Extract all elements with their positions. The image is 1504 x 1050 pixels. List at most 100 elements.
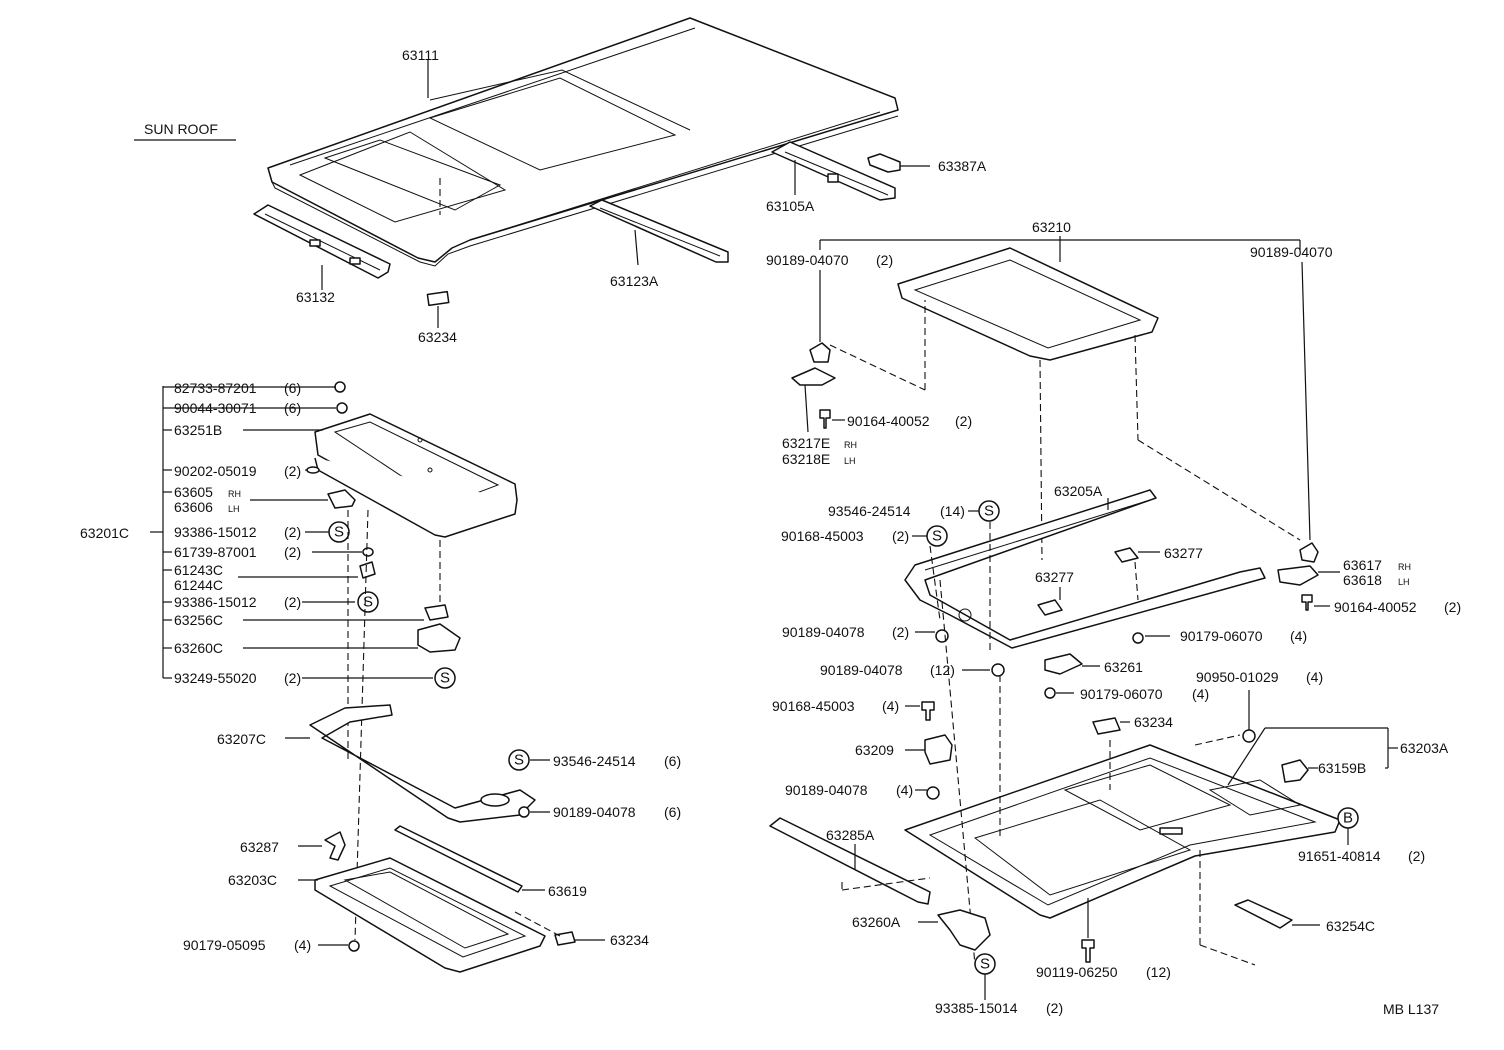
part-qty: (2) bbox=[1444, 599, 1461, 615]
part-label: 63159B bbox=[1318, 760, 1366, 776]
bolt-90119-icon bbox=[1081, 939, 1095, 963]
part-qty: (4) bbox=[1306, 669, 1323, 685]
part-labels: 63111 63132 63234 63123A 63105A 63387A 6… bbox=[80, 47, 1461, 1017]
clip-90189-icon bbox=[991, 663, 1005, 677]
part-label: 63287 bbox=[240, 839, 279, 855]
part-label: 90202-05019 bbox=[174, 463, 257, 479]
part-label: 93546-24514 bbox=[553, 753, 636, 769]
pad-63234-top bbox=[426, 290, 450, 307]
part-qty: (4) bbox=[882, 698, 899, 714]
bracket-63287 bbox=[324, 831, 346, 861]
part-label: 63277 bbox=[1035, 569, 1074, 585]
pad-63234-icon bbox=[1092, 717, 1121, 735]
nut-90179-icon bbox=[348, 940, 360, 952]
pad-63254C-icon bbox=[1234, 899, 1293, 929]
part-label: 63261 bbox=[1104, 659, 1143, 675]
bracket-63159B-icon bbox=[1281, 759, 1309, 783]
svg-text:S: S bbox=[980, 956, 990, 973]
part-qty: (12) bbox=[930, 662, 955, 678]
part-label: 63617 bbox=[1343, 557, 1382, 573]
part-label: 90189-04078 bbox=[782, 624, 865, 640]
svg-text:S: S bbox=[984, 503, 994, 520]
part-label: 63218E bbox=[782, 451, 830, 467]
part-label: 90179-06070 bbox=[1080, 686, 1163, 702]
part-label: 63260A bbox=[852, 914, 901, 930]
svg-text:S: S bbox=[514, 752, 524, 769]
part-qty: (14) bbox=[940, 503, 965, 519]
glass-panel-63251B bbox=[314, 413, 518, 538]
washer-90202-icon bbox=[306, 466, 320, 474]
part-label: 90044-30071 bbox=[174, 400, 257, 416]
part-label: 63619 bbox=[548, 883, 587, 899]
part-label: 93249-55020 bbox=[174, 670, 257, 686]
part-qty: (6) bbox=[664, 753, 681, 769]
part-label: 63605 bbox=[174, 484, 213, 500]
s-symbol-icon: S bbox=[978, 500, 1000, 522]
s-symbol-icon: S bbox=[974, 953, 996, 975]
part-label: 90164-40052 bbox=[847, 413, 930, 429]
part-side: LH bbox=[1398, 577, 1410, 587]
s-symbol-icon: S bbox=[328, 521, 350, 543]
part-label: 63254C bbox=[1326, 918, 1375, 934]
part-qty: (6) bbox=[664, 804, 681, 820]
part-side: RH bbox=[1398, 562, 1411, 572]
part-qty: (2) bbox=[284, 670, 301, 686]
part-label: 91651-40814 bbox=[1298, 848, 1381, 864]
clip-90189-icon bbox=[926, 786, 940, 800]
part-label: 90189-04070 bbox=[766, 252, 849, 268]
housing-63203A bbox=[904, 744, 1341, 919]
clip-82733-icon bbox=[334, 381, 346, 393]
pad-63234-icon bbox=[554, 931, 576, 946]
part-label: 63234 bbox=[1134, 714, 1173, 730]
part-label: 63205A bbox=[1054, 483, 1103, 499]
part-label: 63123A bbox=[610, 273, 659, 289]
s-symbol-icon: S bbox=[508, 749, 530, 771]
s-symbol-icon: S bbox=[357, 591, 379, 613]
glass-panel-63210 bbox=[897, 247, 1159, 361]
part-qty: (2) bbox=[284, 594, 301, 610]
bracket-63617-icon bbox=[1277, 565, 1319, 586]
part-label: 63132 bbox=[296, 289, 335, 305]
nut-90179-icon bbox=[1044, 687, 1056, 699]
part-label: 63277 bbox=[1164, 545, 1203, 561]
part-label: 93386-15012 bbox=[174, 524, 257, 540]
bracket-63209-icon bbox=[924, 734, 953, 765]
clip-90189-icon bbox=[809, 342, 831, 363]
part-label: 90189-04070 bbox=[1250, 244, 1333, 260]
washer-61739-icon bbox=[362, 547, 374, 557]
part-label: 63234 bbox=[610, 932, 649, 948]
s-symbol-icon: S bbox=[926, 525, 948, 547]
nut-90950-icon bbox=[1242, 729, 1256, 743]
diagram-title: SUN ROOF bbox=[144, 121, 218, 137]
part-label: 63203C bbox=[228, 872, 277, 888]
part-qty: (2) bbox=[284, 463, 301, 479]
part-side: RH bbox=[844, 440, 857, 450]
link-63260A-icon bbox=[937, 909, 991, 951]
part-label: 61243C bbox=[174, 562, 223, 578]
part-label: 63606 bbox=[174, 499, 213, 515]
svg-text:S: S bbox=[363, 594, 373, 611]
bolt-90168-icon bbox=[921, 701, 935, 721]
nut-90179-icon bbox=[1132, 632, 1144, 644]
part-label: 90168-45003 bbox=[781, 528, 864, 544]
part-label: 61244C bbox=[174, 577, 223, 593]
strip-63285A bbox=[769, 817, 931, 905]
guide-rail-63205A bbox=[904, 489, 1266, 649]
plate-63256C-icon bbox=[424, 604, 449, 621]
roof-panel-63111 bbox=[267, 17, 899, 267]
housing-63203C bbox=[314, 857, 546, 973]
part-qty: (2) bbox=[955, 413, 972, 429]
bolt-90164-icon bbox=[819, 409, 831, 429]
guide-61243C-icon bbox=[359, 561, 376, 579]
b-symbol-icon: B bbox=[1337, 807, 1359, 829]
rear-rail-63105A bbox=[771, 141, 896, 201]
nut-90044-icon bbox=[336, 402, 348, 414]
bracket-63261-icon bbox=[1044, 653, 1083, 675]
part-qty: (4) bbox=[896, 782, 913, 798]
part-label: 63217E bbox=[782, 435, 830, 451]
part-label: 63111 bbox=[402, 47, 439, 63]
svg-text:B: B bbox=[1343, 810, 1353, 827]
svg-text:S: S bbox=[334, 524, 344, 541]
part-label: 61739-87001 bbox=[174, 544, 257, 560]
part-label: 63210 bbox=[1032, 219, 1071, 235]
